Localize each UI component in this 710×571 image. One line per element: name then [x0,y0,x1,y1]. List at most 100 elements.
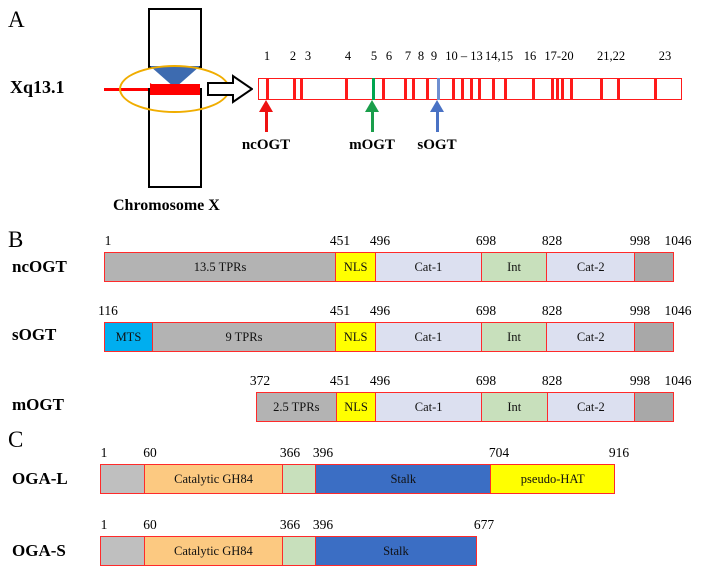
panel-letter-b: B [8,227,24,252]
row-label-ncogt: ncOGT [12,257,67,276]
domain-segment [635,253,673,281]
cytoband-label: Xq13.1 [10,77,65,97]
exon-number: 7 [404,49,412,63]
exon-number: 16 [523,49,537,63]
domain-segment [283,465,317,493]
domain-segment: Stalk [316,465,492,493]
expand-block-arrow [207,74,253,104]
exon-tick [492,78,495,100]
exon-number: 4 [344,49,352,63]
transcript-label-sogt: sOGT [417,137,457,153]
exon-number: 1 [263,49,271,63]
residue-tick-ncogt: 496 [369,233,391,248]
exon-tick [293,78,296,100]
row-label-sogt: sOGT [12,325,57,344]
residue-tick-oga-l: 1 [100,445,108,460]
residue-tick-oga-l: 396 [312,445,334,460]
exon-number: 5 [370,49,378,63]
exon-tick-layer [258,78,682,100]
residue-tick-mogt: 828 [541,373,563,388]
domain-segment: Cat-2 [547,253,636,281]
residue-tick-ncogt: 828 [541,233,563,248]
transcript-arrow-stem-ncogt [265,110,268,132]
exon-tick [372,78,375,100]
exon-tick [382,78,385,100]
chromosome-label: Chromosome X [113,197,220,214]
residue-tick-oga-l: 916 [608,445,630,460]
domain-segment: MTS [105,323,153,351]
exon-number: 2 [289,49,297,63]
domain-segment: pseudo-HAT [491,465,614,493]
residue-tick-ncogt: 451 [329,233,351,248]
exon-tick [437,78,440,100]
domain-segment: NLS [336,393,377,421]
exon-number: 6 [385,49,393,63]
domain-segment [635,393,673,421]
exon-number: 17-20 [544,49,574,63]
exon-tick [452,78,455,100]
transcript-arrow-stem-mogt [371,110,374,132]
residue-tick-ncogt: 998 [629,233,651,248]
exon-tick [504,78,507,100]
domain-segment: NLS [336,253,377,281]
exon-tick [600,78,603,100]
domain-segment: Cat-2 [547,323,636,351]
exon-tick [300,78,303,100]
exon-number: 8 [417,49,425,63]
transcript-arrow-head-mogt [365,100,379,112]
residue-tick-mogt: 698 [475,373,497,388]
residue-tick-sogt: 1046 [664,303,692,318]
domain-segment [101,465,145,493]
residue-tick-sogt: 451 [329,303,351,318]
residue-tick-sogt: 828 [541,303,563,318]
exon-tick [617,78,620,100]
residue-tick-oga-s: 677 [473,517,495,532]
domain-segment: 2.5 TPRs [257,393,337,421]
exon-tick [404,78,407,100]
domain-segment [101,537,145,565]
exon-tick [532,78,535,100]
exon-tick [551,78,554,100]
transcript-arrow-head-sogt [430,100,444,112]
residue-tick-mogt: 496 [369,373,391,388]
exon-tick [654,78,657,100]
exon-tick [561,78,564,100]
residue-tick-oga-s: 60 [143,517,157,532]
domain-segment: Cat-2 [547,393,636,421]
exon-number: 9 [430,49,438,63]
exon-tick [478,78,481,100]
domain-segment: Stalk [315,537,476,565]
domain-segment: Cat-1 [376,393,482,421]
residue-tick-ncogt: 1046 [664,233,692,248]
residue-tick-sogt: 116 [98,303,118,318]
residue-tick-ncogt: 1 [104,233,112,248]
residue-tick-oga-s: 366 [279,517,301,532]
domain-segment: Catalytic GH84 [144,465,284,493]
exon-number: 3 [304,49,312,63]
residue-tick-mogt: 998 [629,373,651,388]
domain-segment [635,323,673,351]
transcript-label-ncogt: ncOGT [241,137,291,153]
residue-tick-oga-l: 704 [488,445,510,460]
exon-number: 10 – 13 [445,49,483,63]
residue-tick-mogt: 372 [249,373,271,388]
exon-number: 23 [658,49,672,63]
residue-tick-oga-s: 1 [100,517,108,532]
domain-segment: NLS [336,323,377,351]
domain-segment: Int [481,393,548,421]
domain-segment: 13.5 TPRs [105,253,337,281]
residue-tick-ncogt: 698 [475,233,497,248]
exon-number: 21,22 [596,49,626,63]
domain-segment: Catalytic GH84 [144,537,284,565]
exon-tick [345,78,348,100]
residue-tick-oga-s: 396 [312,517,334,532]
residue-tick-oga-l: 366 [279,445,301,460]
transcript-label-mogt: mOGT [349,137,395,153]
transcript-arrow-layer: ncOGT mOGT sOGT [0,100,710,160]
